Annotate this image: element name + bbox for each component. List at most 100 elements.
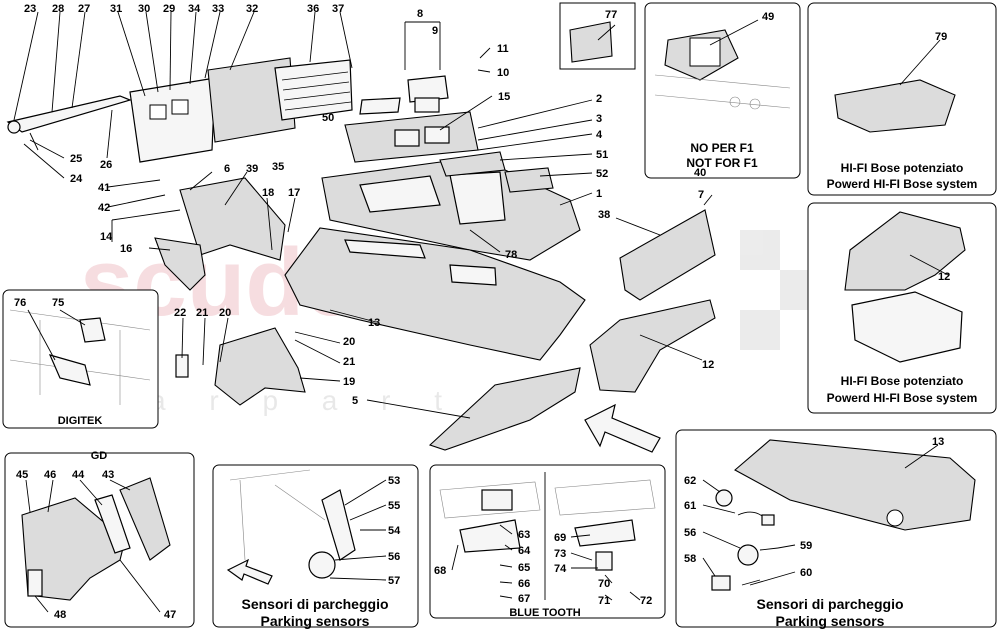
callout-29: 29 [163, 3, 175, 15]
callout-71: 71 [598, 595, 610, 607]
caption-parking-right-it: Sensori di parcheggio [756, 596, 903, 612]
callout-35: 35 [272, 161, 284, 173]
callout-78: 78 [505, 249, 517, 261]
callout-45: 45 [16, 469, 28, 481]
callout-43: 43 [102, 469, 114, 481]
callout-11: 11 [497, 43, 509, 55]
console-tray [344, 111, 479, 163]
console-pad [359, 97, 401, 115]
caption-hifi-bottom-it: HI-FI Bose potenziato [841, 374, 964, 388]
callout-32: 32 [246, 3, 258, 15]
left-side-bracket [154, 177, 286, 291]
callout-56a: 56 [388, 551, 400, 563]
callout-23: 23 [24, 3, 36, 15]
callout-51: 51 [596, 149, 608, 161]
speaker-grille-panel [207, 57, 296, 143]
callout-14: 14 [100, 231, 113, 243]
callout-3: 3 [596, 113, 602, 125]
callout-59: 59 [800, 540, 812, 552]
callout-12a: 12 [702, 359, 714, 371]
callout-16: 16 [120, 243, 132, 255]
parking-left-box [212, 464, 419, 628]
callout-21a: 21 [196, 307, 208, 319]
caption-hifi-top-en: Powerd HI-FI Bose system [827, 177, 978, 191]
callout-77: 77 [605, 9, 617, 21]
callout-36: 36 [307, 3, 319, 15]
callout-13b: 13 [932, 436, 944, 448]
parking-right-box [675, 429, 997, 628]
callout-63: 63 [518, 529, 530, 541]
captions: NO PER F1 NOT FOR F1 HI-FI Bose potenzia… [58, 141, 978, 629]
callout-52: 52 [596, 168, 608, 180]
callout-18: 18 [262, 187, 274, 199]
callout-53: 53 [388, 475, 400, 487]
digitek-box [2, 289, 159, 429]
callout-41: 41 [98, 182, 110, 194]
callout-56b: 56 [684, 527, 696, 539]
callout-1: 1 [596, 188, 602, 200]
callout-44: 44 [72, 469, 85, 481]
callout-19: 19 [343, 376, 355, 388]
side-trim-right [589, 209, 716, 393]
callout-25: 25 [70, 153, 82, 165]
hifi-top-box [807, 2, 997, 196]
caption-parking-left-en: Parking sensors [261, 613, 370, 629]
watermark-subtext: a r p a r t s [150, 385, 518, 416]
callout-48: 48 [54, 609, 66, 621]
leader-lines [13, 11, 949, 613]
callout-69: 69 [554, 532, 566, 544]
callout-62: 62 [684, 475, 696, 487]
callout-42: 42 [98, 202, 110, 214]
callout-76: 76 [14, 297, 26, 309]
callout-54: 54 [388, 525, 401, 537]
caption-hifi-top-it: HI-FI Bose potenziato [841, 161, 964, 175]
callout-79: 79 [935, 31, 947, 43]
callout-72: 72 [640, 595, 652, 607]
callout-46: 46 [44, 469, 56, 481]
callout-21b: 21 [343, 356, 355, 368]
direction-arrow [584, 403, 661, 453]
mounting-plate [129, 77, 216, 163]
callout-61: 61 [684, 500, 696, 512]
callout-13a: 13 [368, 317, 380, 329]
callout-60: 60 [800, 567, 812, 579]
callout-10: 10 [497, 67, 509, 79]
caption-hifi-bottom-en: Powerd HI-FI Bose system [827, 391, 978, 405]
callout-57: 57 [388, 575, 400, 587]
ferrari-badge-box [559, 2, 636, 70]
callout-20a: 20 [219, 307, 231, 319]
caption-not-for-f1: NOT FOR F1 [686, 156, 758, 170]
callout-20b: 20 [343, 336, 355, 348]
callout-24: 24 [70, 173, 83, 185]
callout-6: 6 [224, 163, 230, 175]
callout-68: 68 [434, 565, 446, 577]
cup-holder-assembly [407, 75, 449, 113]
bluetooth-box [429, 464, 666, 619]
callout-28: 28 [52, 3, 64, 15]
caption-parking-left-it: Sensori di parcheggio [241, 596, 388, 612]
callout-9: 9 [432, 25, 438, 37]
callout-37: 37 [332, 3, 344, 15]
callout-73: 73 [554, 548, 566, 560]
console-cover-pads [439, 151, 554, 193]
callout-38: 38 [598, 209, 610, 221]
callout-8: 8 [417, 8, 423, 20]
no-f1-box [644, 2, 801, 179]
callout-64: 64 [518, 545, 531, 557]
grille-mesh [274, 59, 353, 121]
callout-17: 17 [288, 187, 300, 199]
hifi-bottom-box [807, 202, 997, 414]
callout-47: 47 [164, 609, 176, 621]
caption-digitek: DIGITEK [58, 415, 103, 427]
bracket-rod-assembly [6, 95, 132, 151]
callout-2: 2 [596, 93, 602, 105]
callout-34: 34 [188, 3, 201, 15]
caption-parking-right-en: Parking sensors [776, 613, 885, 629]
callout-49: 49 [762, 11, 774, 23]
callout-74: 74 [554, 563, 567, 575]
caption-bluetooth: BLUE TOOTH [509, 607, 580, 619]
callout-40: 40 [694, 167, 706, 179]
console-floor-panel [428, 367, 581, 451]
callout-70: 70 [598, 578, 610, 590]
